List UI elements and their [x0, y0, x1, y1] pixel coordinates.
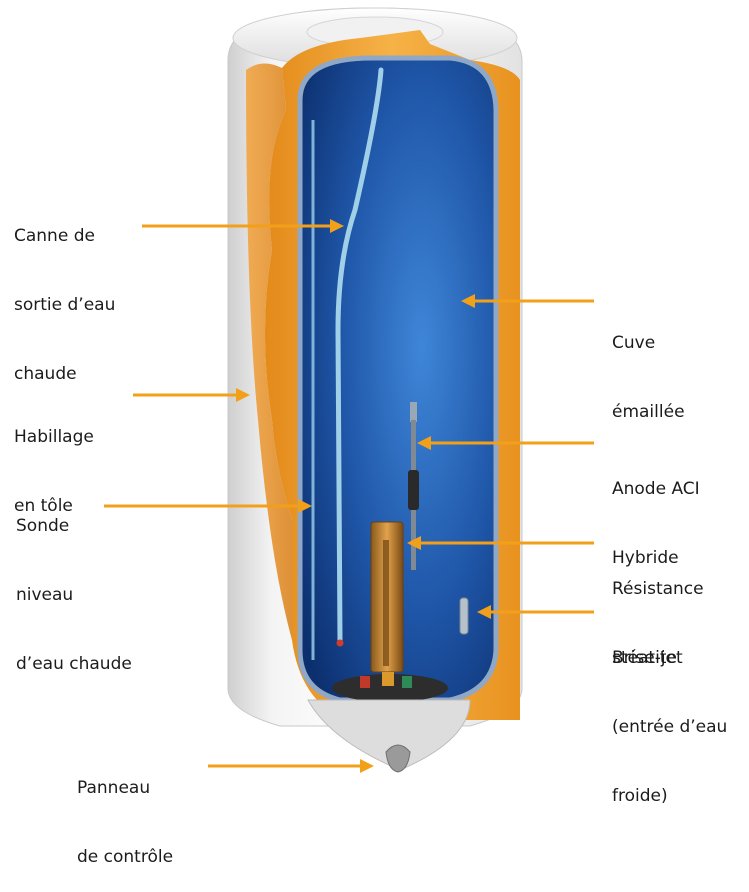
anode-body — [408, 470, 419, 510]
water-heater-diagram — [104, 7, 594, 773]
arrow-cuve — [461, 294, 475, 308]
resistance-inner — [383, 540, 389, 666]
arrow-sonde — [298, 499, 312, 513]
arrow-panneau — [360, 759, 374, 773]
pipe-end — [336, 639, 344, 647]
arrow-anode — [417, 436, 431, 450]
control-panel-knob — [385, 744, 411, 773]
hot-water-pipe — [335, 67, 384, 643]
label-sonde: Sonde niveau d’eau chaude — [16, 516, 132, 674]
label-anode: Anode ACI Hybride — [612, 479, 700, 568]
arrow-canne — [330, 219, 344, 233]
label-resistance: Résistance stéatite — [612, 579, 704, 668]
anode-top — [410, 402, 417, 422]
brise-jet-tube — [459, 597, 469, 635]
label-canne: Canne de sortie d’eau chaude — [14, 226, 116, 384]
label-panneau: Panneau de contrôle — [77, 778, 174, 867]
label-brise: Brise-jet (entrée d’eau froide) — [612, 648, 728, 806]
flange-bolt-1 — [360, 676, 370, 688]
arrow-habillage — [236, 388, 250, 402]
flange-bolt-2 — [402, 676, 412, 688]
insulation-side — [246, 63, 292, 641]
leader-lines — [104, 219, 594, 773]
tank — [297, 55, 499, 703]
label-habillage: Habillage en tôle — [14, 427, 94, 516]
label-cuve: Cuve émaillée — [612, 333, 685, 422]
arrow-brise — [477, 605, 491, 619]
arrow-resistance — [407, 536, 421, 550]
flange-bolt-3 — [382, 672, 394, 686]
